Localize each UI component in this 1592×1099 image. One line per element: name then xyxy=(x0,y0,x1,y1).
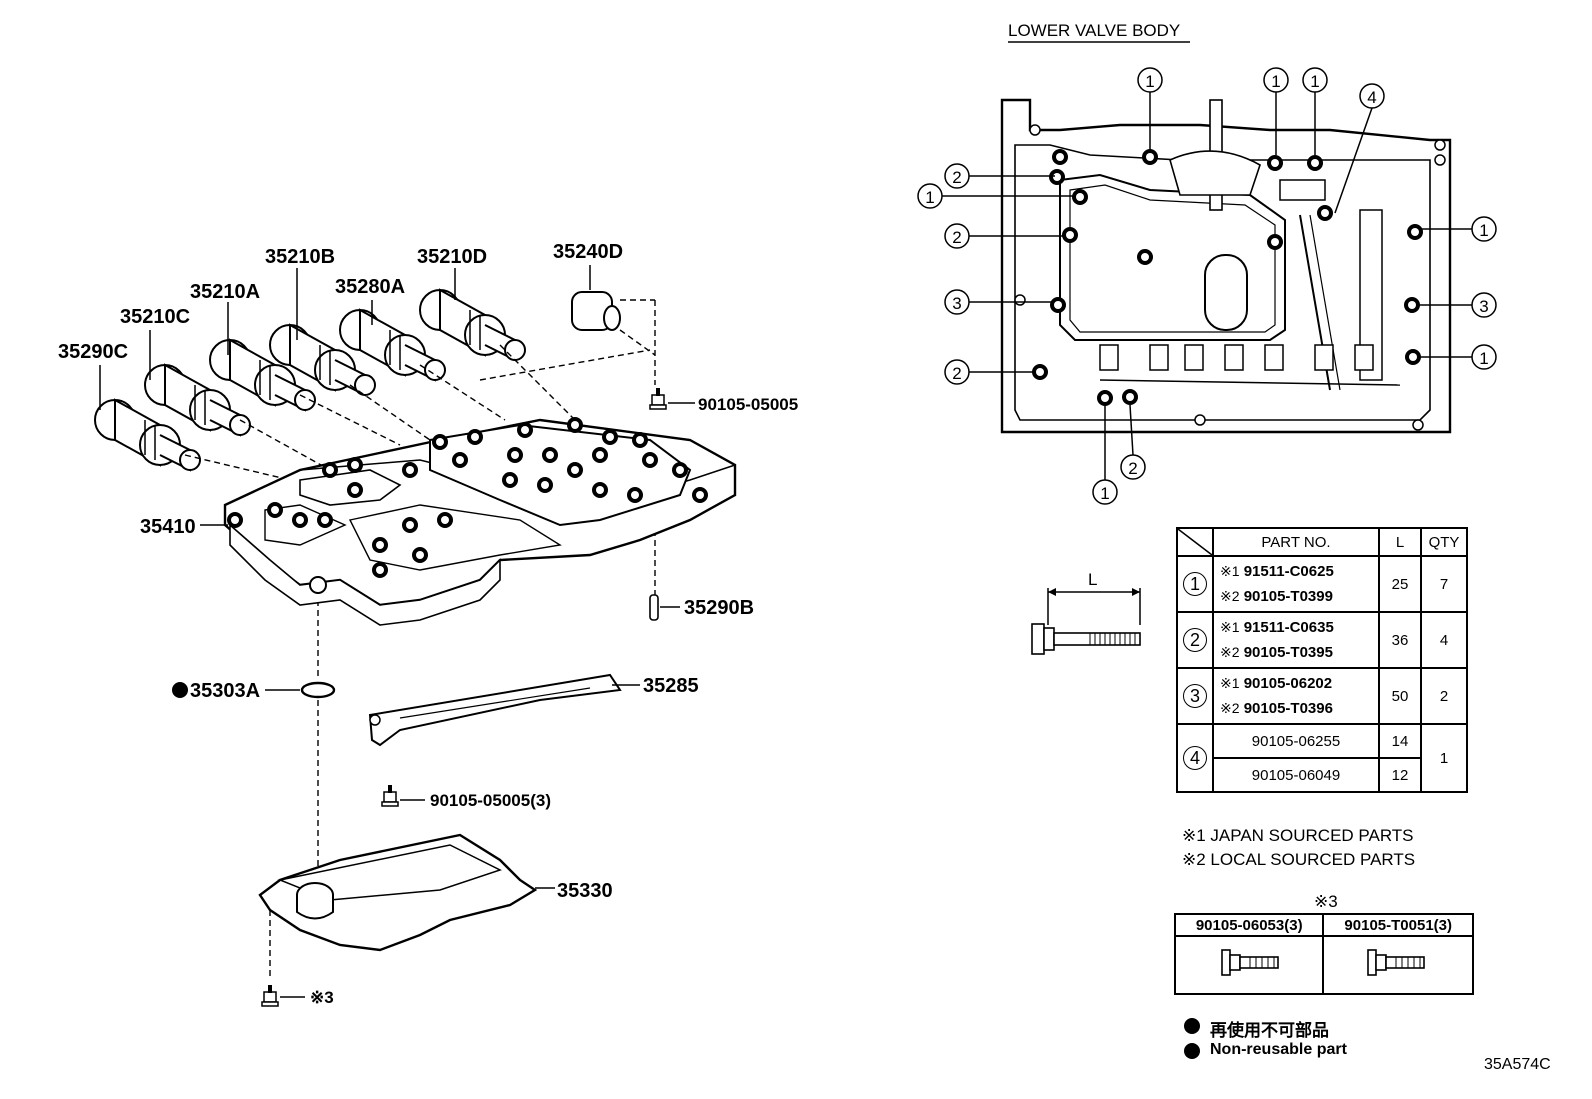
part-number: 90105-T0395 xyxy=(1243,644,1333,661)
bolt-90105-05005-3 xyxy=(381,784,399,807)
table-corner xyxy=(1176,527,1214,557)
label-ref3: ※3 xyxy=(310,988,334,1007)
label-35303A: 35303A xyxy=(190,680,260,702)
solenoid-group xyxy=(94,289,621,471)
part-number: 90105-T0399 xyxy=(1243,588,1333,605)
label-35290C: 35290C xyxy=(58,341,128,363)
o-ring-35303A xyxy=(300,681,336,699)
label-35410: 35410 xyxy=(140,516,196,538)
svg-text:4: 4 xyxy=(1367,88,1376,107)
label-35210C: 35210C xyxy=(120,306,190,328)
lower-valve-body-title: LOWER VALVE BODY xyxy=(1008,21,1180,40)
solenoid-35240D xyxy=(571,291,621,331)
label-90105-05005: 90105-05005 xyxy=(698,395,798,414)
strainer-35330 xyxy=(258,833,538,952)
header-l: L xyxy=(1378,527,1422,557)
part-number: 91511-C0635 xyxy=(1243,619,1334,636)
svg-text:3: 3 xyxy=(952,294,961,313)
svg-text:1: 1 xyxy=(925,188,934,207)
header-part-no: PART NO. xyxy=(1212,527,1380,557)
part-number: 91511-C0625 xyxy=(1243,563,1334,580)
non-reusable-dot xyxy=(172,682,188,698)
svg-text:2: 2 xyxy=(952,228,961,247)
row-number: 4 xyxy=(1183,746,1207,770)
svg-text:1: 1 xyxy=(1145,72,1154,91)
legend-en: Non-reusable part xyxy=(1210,1041,1347,1058)
row-number: 3 xyxy=(1183,684,1207,708)
svg-text:1: 1 xyxy=(1271,72,1280,91)
plate-35285 xyxy=(368,673,622,747)
note-local-sourced: ※2 LOCAL SOURCED PARTS xyxy=(1182,850,1416,869)
table-row: 3 ※1 90105-06202 ※2 90105-T0396 50 2 xyxy=(1176,667,1468,725)
label-35290B: 35290B xyxy=(684,597,754,619)
row-number: 1 xyxy=(1183,572,1207,596)
solenoid-leaders xyxy=(99,265,591,410)
label-35210A: 35210A xyxy=(190,281,260,303)
assembly-dashes xyxy=(184,299,656,980)
label-90105-05005-3: 90105-05005(3) xyxy=(430,791,551,810)
legend-jp: 再使用不可部品 xyxy=(1210,1021,1329,1040)
svg-text:1: 1 xyxy=(1479,349,1488,368)
label-35330: 35330 xyxy=(557,880,613,902)
length-value: 36 xyxy=(1378,611,1422,669)
figure-id: 35A574C xyxy=(1484,1056,1551,1073)
svg-text:3: 3 xyxy=(1479,297,1488,316)
part-number: 90105-06255 xyxy=(1212,723,1380,759)
qty-value: 7 xyxy=(1420,555,1468,613)
svg-text:1: 1 xyxy=(1100,484,1109,503)
callouts: 1 1 1 4 2 1 2 3 2 1 2 1 xyxy=(917,67,1497,505)
valve-body-35410 xyxy=(223,417,737,626)
length-value: 25 xyxy=(1378,555,1422,613)
bolt-length-figure: L xyxy=(1031,570,1141,655)
label-35285: 35285 xyxy=(643,675,699,697)
length-value: 14 xyxy=(1378,723,1422,759)
table-row: 1 ※1 91511-C0625 ※2 90105-T0399 25 7 xyxy=(1176,555,1468,613)
qty-value: 1 xyxy=(1420,723,1468,793)
length-value: 50 xyxy=(1378,667,1422,725)
svg-text:2: 2 xyxy=(1128,459,1137,478)
bolt-90105-05005 xyxy=(649,387,667,410)
bolt-col-2: 90105-T0051(3) xyxy=(1322,913,1474,937)
table-row: 90105-06049 12 xyxy=(1177,757,1467,793)
table-row: 2 ※1 91511-C0635 ※2 90105-T0395 36 4 xyxy=(1176,611,1468,669)
qty-value: 2 xyxy=(1420,667,1468,725)
length-value: 12 xyxy=(1378,757,1422,793)
label-35240D: 35240D xyxy=(553,241,623,263)
bolt-col-1: 90105-06053(3) xyxy=(1173,913,1325,937)
label-35210D: 35210D xyxy=(417,246,487,268)
svg-text:2: 2 xyxy=(952,168,961,187)
connector-row xyxy=(1099,344,1401,386)
bolt-ref3 xyxy=(261,984,279,1007)
header-qty: QTY xyxy=(1420,527,1468,557)
bolt-spec-table: PART NO. L QTY 1 ※1 91511-C0625 ※2 90105… xyxy=(1176,527,1468,793)
table-row: 4 90105-06255 14 1 xyxy=(1176,723,1468,793)
part-number: 90105-06049 xyxy=(1212,757,1380,793)
part-number: 90105-T0396 xyxy=(1243,700,1333,717)
solenoid-35210D xyxy=(419,289,526,361)
svg-text:1: 1 xyxy=(1479,221,1488,240)
row-number: 2 xyxy=(1183,628,1207,652)
qty-value: 4 xyxy=(1420,611,1468,669)
bolt-table-title: ※3 xyxy=(1314,892,1338,911)
legend-dot-en xyxy=(1184,1043,1200,1059)
label-35280A: 35280A xyxy=(335,276,405,298)
part-number: 90105-06202 xyxy=(1243,675,1333,692)
ref3-bolt-table: 90105-06053(3) 90105-T0051(3) xyxy=(1173,913,1474,995)
note-japan-sourced: ※1 JAPAN SOURCED PARTS xyxy=(1182,826,1414,845)
lower-valve-body-drawing xyxy=(1000,98,1452,434)
label-35210B: 35210B xyxy=(265,246,335,268)
legend-dot-jp xyxy=(1184,1018,1200,1034)
pin-35290B xyxy=(649,594,659,621)
bolt-length-label: L xyxy=(1088,570,1097,589)
svg-text:1: 1 xyxy=(1310,72,1319,91)
svg-text:2: 2 xyxy=(952,364,961,383)
